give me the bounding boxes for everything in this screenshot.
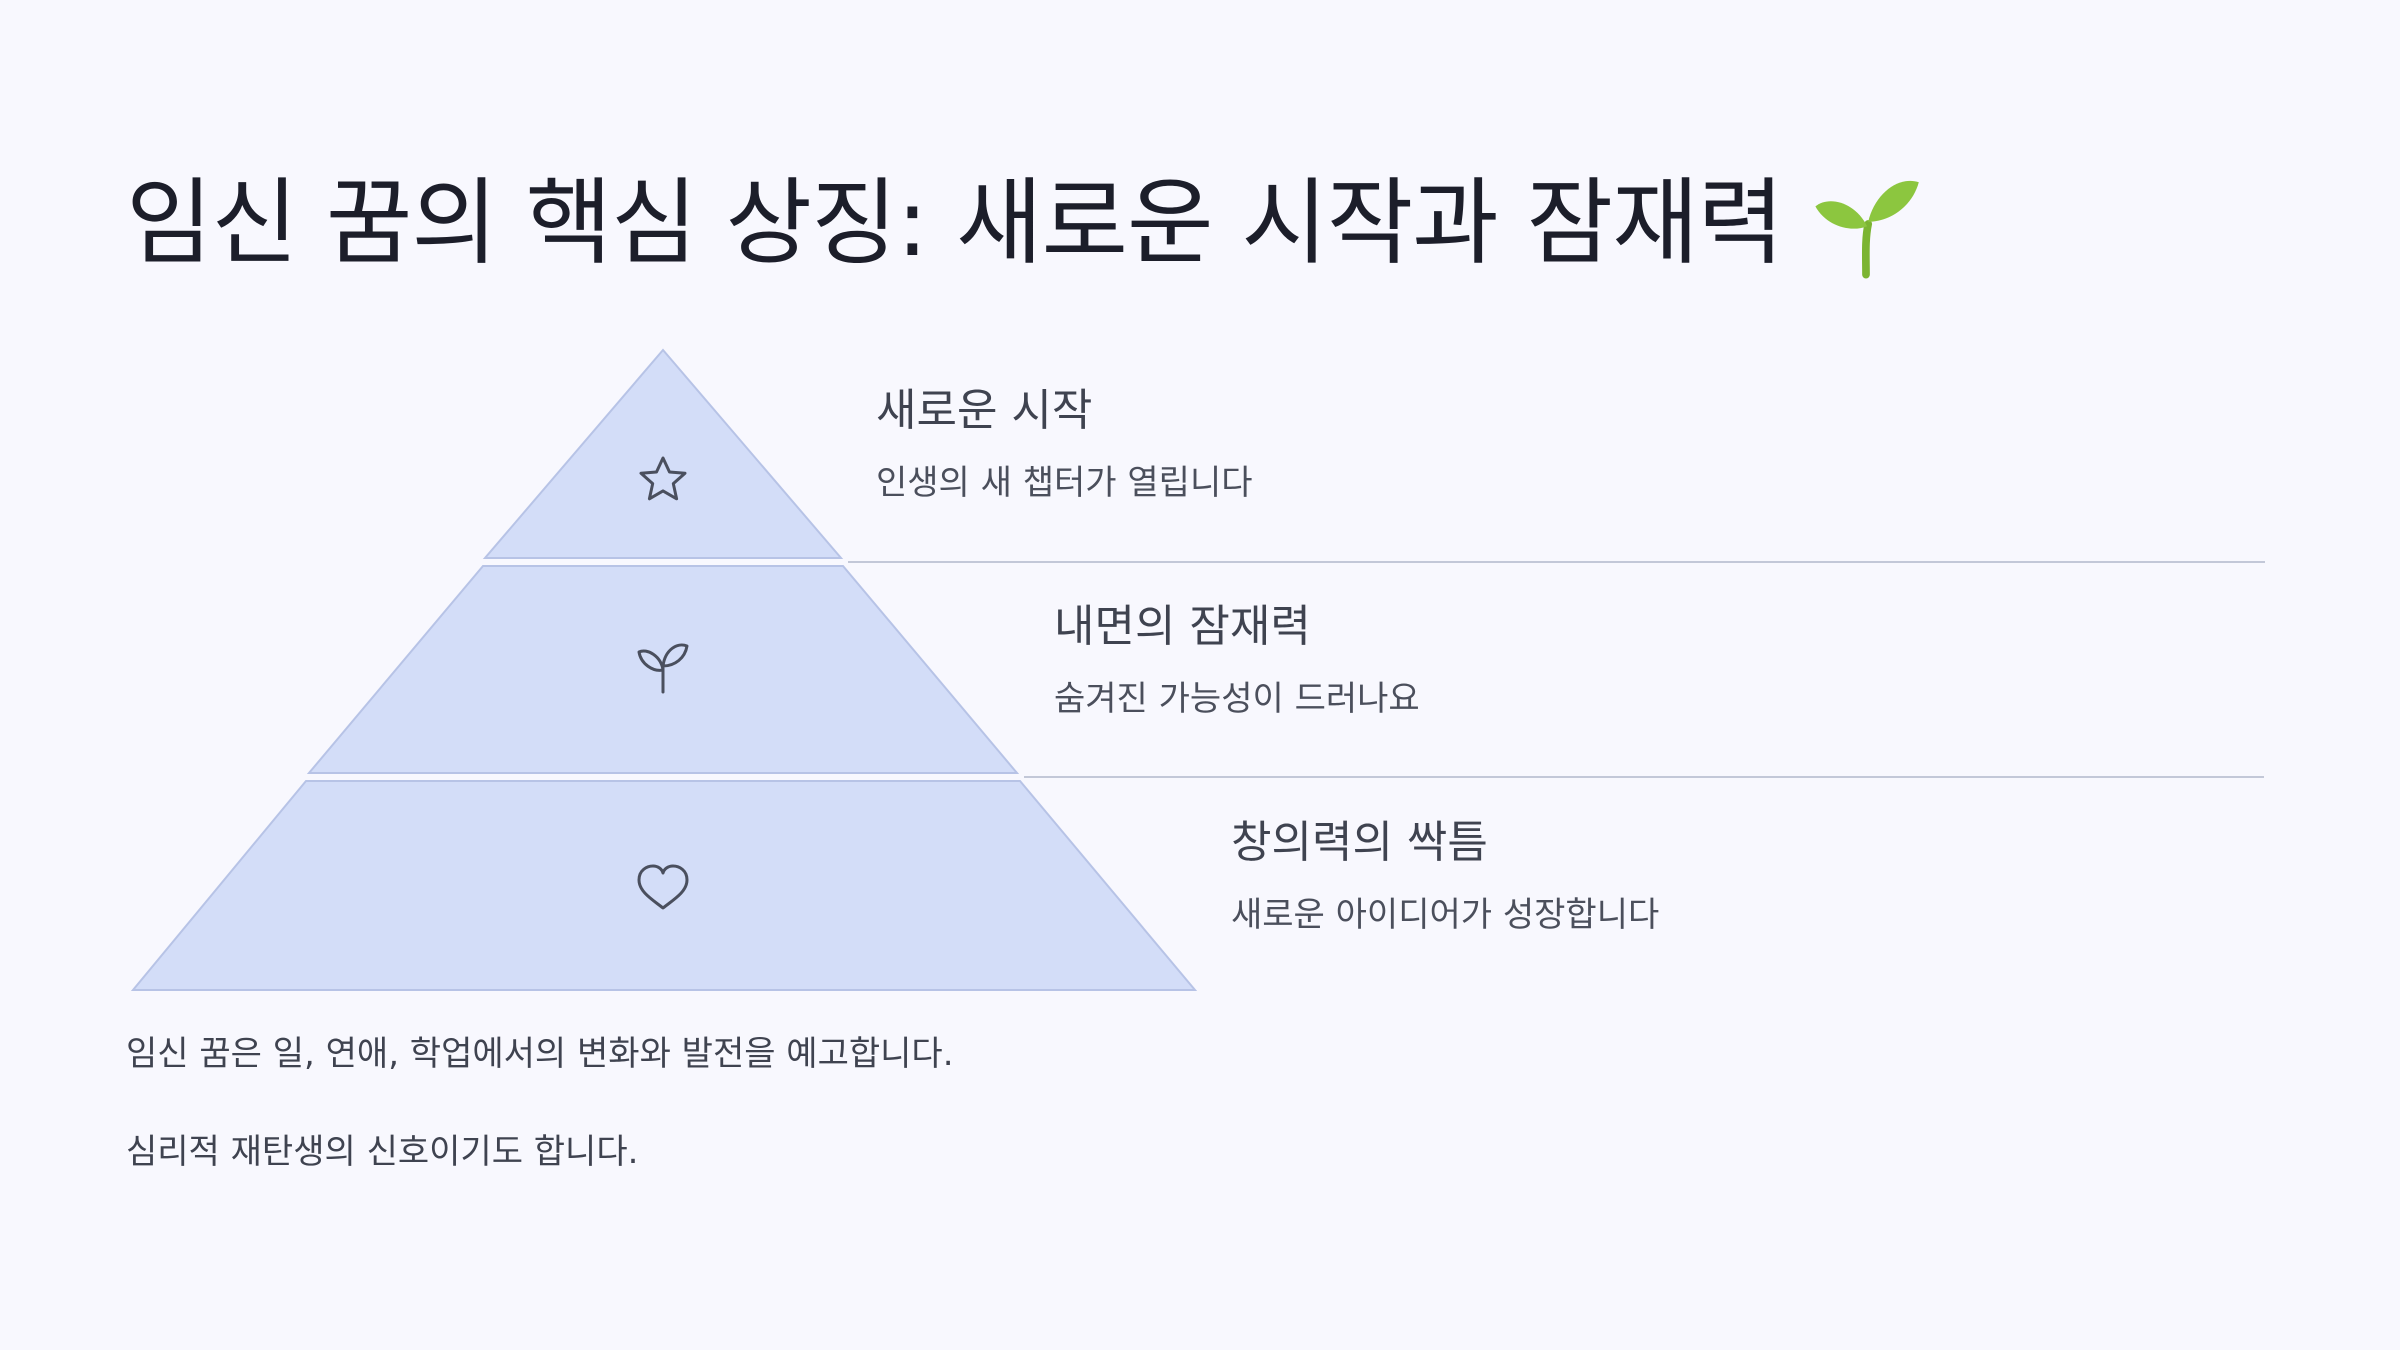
tier-description: 인생의 새 챕터가 열립니다 (876, 463, 1253, 503)
tier-heading: 내면의 잠재력 (1054, 601, 1311, 652)
heart-icon (637, 864, 689, 910)
page-title: 임신 꿈의 핵심 상징: 새로운 시작과 잠재력 (126, 155, 1921, 288)
star-icon (639, 456, 687, 501)
body-paragraph: 임신 꿈은 일, 연애, 학업에서의 변화와 발전을 예고합니다. (126, 1034, 954, 1074)
tier-heading: 창의력의 싹틈 (1231, 817, 1488, 868)
tier-description: 새로운 아이디어가 성장합니다 (1231, 895, 1660, 935)
pyramid-tier-1 (482, 348, 844, 559)
sprout-icon (637, 643, 689, 694)
seedling-icon (1815, 180, 1919, 279)
tier-divider-1 (848, 561, 2265, 563)
tier-description: 숨겨진 가능성이 드러나요 (1054, 679, 1420, 719)
tier-label-1: 새로운 시작 인생의 새 챕터가 열립니다 (876, 381, 1253, 507)
tier-label-2: 내면의 잠재력 숨겨진 가능성이 드러나요 (1054, 597, 1420, 723)
body-paragraph: 심리적 재탄생의 신호이기도 합니다. (126, 1132, 639, 1172)
tier-divider-2 (1024, 776, 2264, 778)
tier-label-3: 창의력의 싹틈 새로운 아이디어가 성장합니다 (1231, 813, 1659, 939)
tier-heading: 새로운 시작 (876, 385, 1093, 436)
pyramid-tier-3 (130, 780, 1198, 991)
page-title-text: 임신 꿈의 핵심 상징: 새로운 시작과 잠재력 (126, 169, 1784, 279)
